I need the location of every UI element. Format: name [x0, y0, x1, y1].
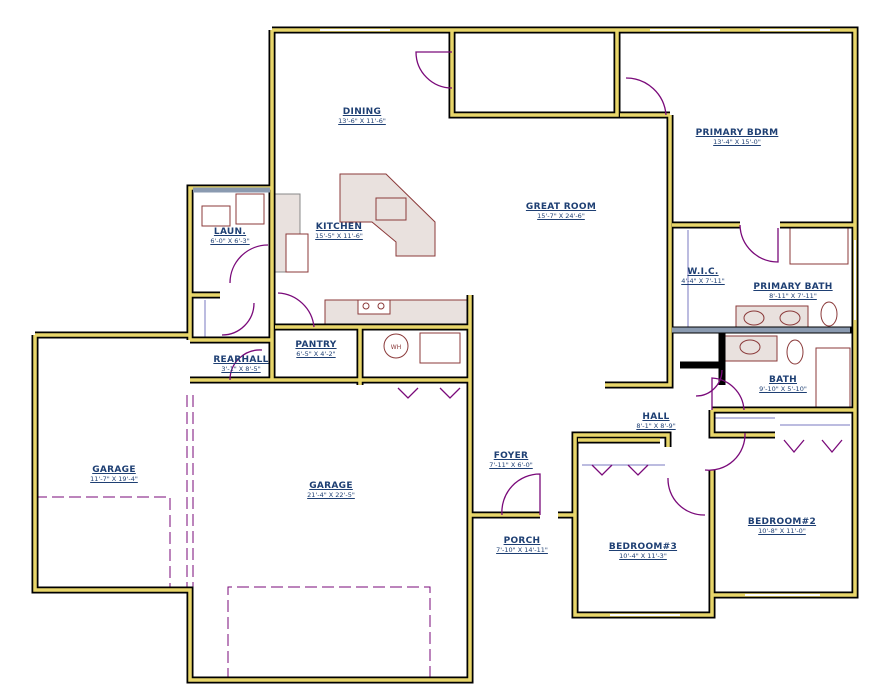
bifold-door [397, 387, 843, 476]
door-swing [229, 244, 269, 284]
garage-door-outline [227, 586, 431, 680]
double-vanity [735, 305, 809, 331]
shower [789, 227, 849, 265]
door-swing [739, 224, 779, 263]
dryer [235, 193, 265, 225]
door-swing [277, 292, 315, 328]
door-swing [221, 302, 255, 336]
door-swing [501, 473, 541, 516]
door-swing [229, 349, 263, 381]
door-swing [415, 51, 453, 89]
toilet [786, 339, 804, 365]
garage-door-outline [35, 496, 171, 590]
water-heater-label: WH [391, 344, 401, 351]
door-swing [667, 477, 706, 516]
water-heater [383, 333, 409, 359]
bath-vanity [724, 335, 778, 362]
door-swing [704, 432, 746, 471]
room-walk-in-closet: W.I.C.4'-4" X 7'-11" [681, 267, 725, 285]
furnace [419, 332, 461, 364]
room-laundry: LAUN.6'-0" X 6'-3" [210, 227, 250, 245]
kitchen-counter [324, 299, 468, 327]
washer [201, 205, 231, 227]
door-swing [625, 77, 667, 116]
bathtub [815, 347, 851, 409]
door-swing [711, 377, 745, 411]
door-swing [695, 369, 723, 397]
toilet [820, 301, 838, 327]
kitchen-sink [375, 197, 407, 221]
refrigerator [285, 233, 309, 273]
